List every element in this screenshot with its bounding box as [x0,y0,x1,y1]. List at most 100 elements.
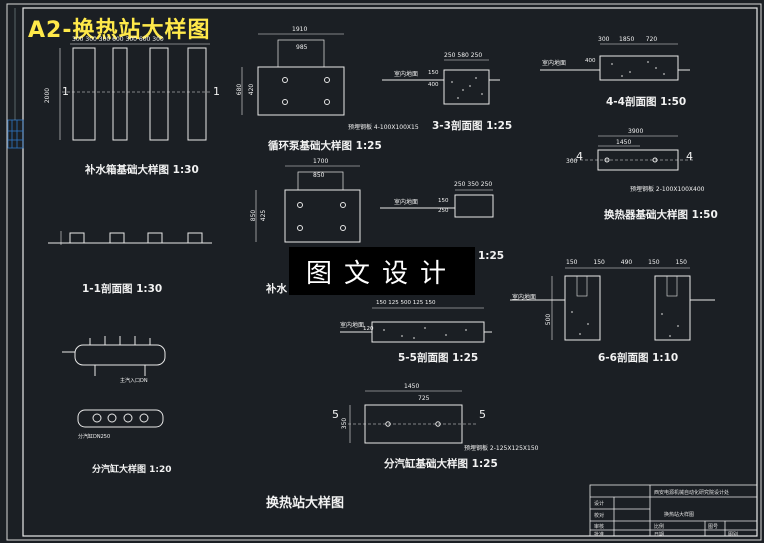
tank-width-dims: 300 300 300 600 300 600 300 [72,36,164,43]
dim-text: 150 [376,300,387,306]
dim-text: 350 [467,181,479,188]
sf-mark-left: 5 [332,408,339,421]
watermark: 图文设计 [289,247,475,295]
section-mark-left: 1 [62,85,69,98]
tb-drawing-name: 换热站大样图 [664,512,695,518]
dim-text: 125 [388,300,399,306]
grade-label-4-4: 室内地面 [542,60,567,67]
title-block [589,484,758,537]
makeup-pump-plan [255,165,361,243]
dim-text: 250 [470,52,483,59]
pump-inner-dim: 985 [296,44,308,51]
caption-makeup-pump: 补水 [266,283,287,295]
dim-text: 300 [85,36,97,43]
dim-text: 150 [425,300,436,306]
binding-strip [7,119,24,149]
section-4-4-hatch [611,61,665,77]
grade-label-3-3: 室内地面 [394,71,419,78]
caption-section-3-3: 3-3剖面图 1:25 [432,120,513,132]
dim-text: 150 [593,259,605,266]
caption-splitter: 分汽缸大样图 1:20 [92,465,172,475]
tank-height-dim: 2000 [44,87,52,104]
exchanger-foundation-plan [570,135,695,171]
sec66-dims: 150 150 490 150 150 [566,259,687,266]
dim-text: 1850 [619,36,635,43]
dim-text: 250 [444,52,456,59]
tb-cell-type: 图别 [728,532,739,538]
caption-section-5-5: 5-5剖面图 1:25 [398,352,479,364]
dim-text: 300 [152,36,164,43]
sf-total-dim: 1450 [404,383,420,390]
sec33-h2-dim: 400 [428,82,439,88]
tb-cell-number: 图号 [708,524,719,530]
grade-label-2-2: 室内地面 [394,199,419,206]
section-6-6 [510,267,715,341]
sec22-dims: 250 350 250 [454,181,492,188]
dim-text: 300 [125,36,137,43]
section-mark-right: 1 [213,85,220,98]
dim-text: 250 [454,181,466,188]
pump-h1-dim: 680 [236,83,244,96]
sec44-dims: 300 1850 720 [598,36,657,43]
caption-pump: 循环泵基础大样图 1:25 [268,140,382,152]
grade-label-5-5: 室内地面 [340,322,365,329]
mp-total-dim: 1700 [313,158,329,165]
caption-section-6-6: 6-6剖面图 1:10 [598,352,679,364]
mp-inner-dim: 850 [313,172,325,179]
sheet-title: A2-换热站大样图 [28,18,211,43]
sf-h-dim: 350 [341,417,349,430]
sf-inner-dim: 725 [418,395,430,402]
dim-text: 300 [598,36,610,43]
sec33-dims: 250 580 250 [444,52,482,59]
section-3-3-hatch [451,77,483,99]
tb-row-check: 校对 [594,513,605,519]
splitter-plan [77,409,164,428]
mp-h2-dim: 425 [260,209,268,222]
tb-row-review: 审核 [594,524,605,530]
section-4-4 [540,43,690,81]
tb-cell-scale: 比例 [654,524,665,530]
section-2-2 [380,189,494,218]
dim-text: 150 [648,259,660,266]
ex-total-dim: 3900 [628,128,644,135]
ex-mark-right: 4 [686,150,693,163]
dim-text: 490 [620,259,633,266]
inner-border [22,7,758,537]
dim-text: 150 [566,259,578,266]
dim-text: 300 [72,36,84,43]
caption-section-2-2: 1:25 [478,250,505,262]
section-3-3 [382,59,500,105]
ex-mark-left: 4 [576,150,583,163]
tb-row-design: 设计 [594,501,605,507]
embed-plate-note-2: 预埋钢板 2-100X100X400 [630,186,705,193]
splitter-foundation-plan [348,390,478,444]
sec22-h2-dim: 250 [438,208,449,214]
dim-text: 600 [112,36,124,43]
sec55-h-dim: 120 [363,326,374,332]
dim-text: 300 [98,36,111,43]
sec22-h-dim: 150 [438,198,449,204]
tb-cell-date: 日期 [654,532,665,538]
pump-foundation-plan [241,33,345,116]
section-5-5-hatch [383,327,467,339]
dim-text: 720 [645,36,658,43]
sec44-h-dim: 400 [585,58,596,64]
outer-border [6,3,762,541]
dim-text: 125 [412,300,424,306]
caption-section-1-1: 1-1剖面图 1:30 [82,283,163,295]
caption-exchanger: 换热器基础大样图 1:50 [604,209,718,221]
caption-splitter-foundation: 分汽缸基础大样图 1:25 [384,458,498,470]
dim-text: 150 [675,259,687,266]
tb-company: 西安电源机械自动化研究院设计处 [654,490,730,496]
water-tank-plan [59,43,212,141]
caption-section-4-4: 4-4剖面图 1:50 [606,96,687,108]
ex-h-dim: 300 [566,158,578,165]
section-5-5 [340,307,492,343]
splitter-note-1: 主汽入口DN [120,378,148,384]
caption-water-tank: 补水箱基础大样图 1:30 [85,164,199,176]
sf-mark-right: 5 [479,408,486,421]
dim-text: 250 [480,181,493,188]
dim-text: 580 [457,52,469,59]
embed-plate-note-1: 预埋钢板 4-100X100X15 [348,124,419,131]
